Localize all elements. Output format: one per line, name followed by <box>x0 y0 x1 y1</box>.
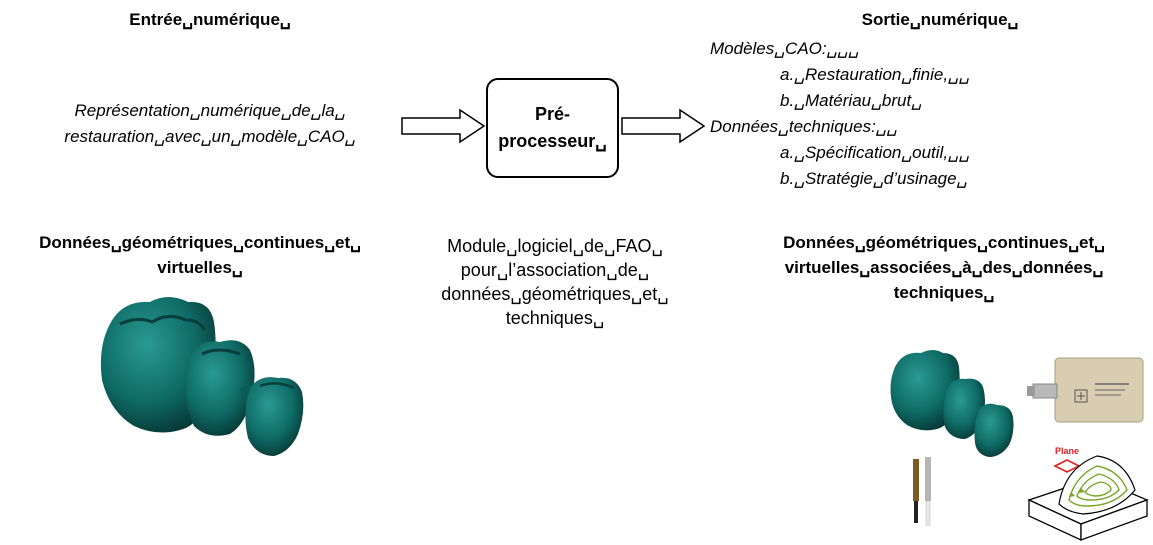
cam-module-line4: techniques␣ <box>505 308 605 328</box>
input-description-line2: restauration␣avec␣un␣modèle␣CAO␣ <box>64 127 356 146</box>
input-description-line1: Représentation␣numérique␣de␣la␣ <box>74 101 346 120</box>
output-tech-item-a: a.␣Spécification␣outil,␣␣ <box>780 143 970 162</box>
output-cad-item-a: a.␣Restauration␣finie,␣␣ <box>780 65 970 84</box>
output-title: Sortie␣numérique␣ <box>861 10 1019 29</box>
right-bottom-label: Données␣géométriques␣continues␣et␣ virtu… <box>735 230 1153 305</box>
preprocessor-label-line2: processeur␣ <box>498 131 607 151</box>
right-bottom-line3: techniques␣ <box>893 283 995 302</box>
toolpath-image: Plane <box>1027 446 1149 542</box>
material-blank-image <box>1027 357 1144 423</box>
preprocessor-label-line1: Pré- <box>534 104 570 124</box>
left-bottom-label: Données␣géométriques␣continues␣et␣ virtu… <box>0 230 400 280</box>
cam-module-line2: pour␣l’association␣de␣ <box>460 260 650 280</box>
output-arrow <box>621 108 706 144</box>
output-cad-item-b: b.␣Matériau␣brut␣ <box>780 91 922 110</box>
left-bottom-line2: virtuelles␣ <box>157 258 243 277</box>
right-bottom-line1: Données␣géométriques␣continues␣et␣ <box>783 233 1105 252</box>
cam-module-line1: Module␣logiciel␣de␣FAO␣ <box>447 236 663 256</box>
input-description: Représentation␣numérique␣de␣la␣ restaura… <box>20 98 400 150</box>
milling-tools-image <box>913 457 931 526</box>
output-tech-item-b: b.␣Stratégie␣d’usinage␣ <box>780 169 968 188</box>
cam-module-text: Module␣logiciel␣de␣FAO␣ pour␣l’associati… <box>405 234 705 330</box>
output-list: Modèles␣CAO:␣␣␣ a.␣Restauration␣finie,␣␣… <box>710 36 1150 192</box>
preprocessor-box: Pré- processeur␣ <box>486 78 619 178</box>
output-tech-data: Données␣techniques:␣␣ <box>710 117 898 136</box>
cam-module-line3: données␣géométriques␣et␣ <box>441 284 669 304</box>
left-bottom-line1: Données␣géométriques␣continues␣et␣ <box>39 233 361 252</box>
plane-label: Plane <box>1055 446 1079 456</box>
output-cad-models: Modèles␣CAO:␣␣␣ <box>710 39 859 58</box>
input-arrow <box>401 108 486 144</box>
right-bottom-line2: virtuelles␣associées␣à␣des␣données␣ <box>784 258 1104 277</box>
small-dental-bridge-image <box>890 350 1014 457</box>
dental-bridge-image <box>100 297 304 456</box>
input-title: Entrée␣numérique␣ <box>129 10 291 29</box>
